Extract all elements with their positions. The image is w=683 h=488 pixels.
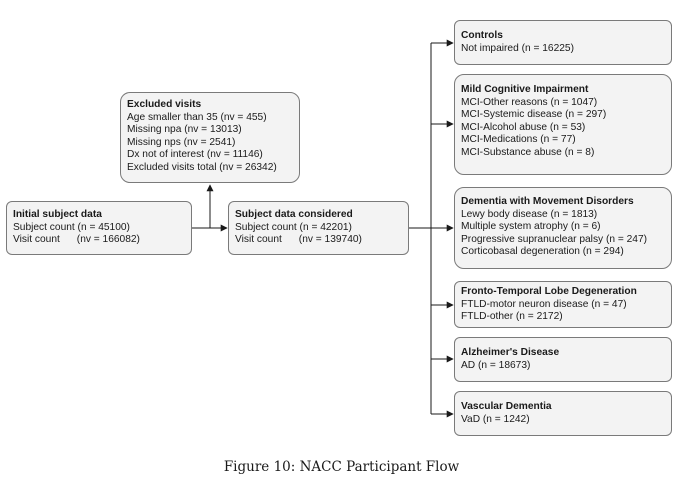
box-line: Missing npa (nv = 13013) (127, 124, 242, 136)
box-line: VaD (n = 1242) (461, 413, 530, 425)
alzheimers-disease-box: Alzheimer's Disease AD (n = 18673) (454, 337, 672, 382)
box-title: Initial subject data (13, 209, 102, 220)
subject-data-considered-box: Subject data considered Subject count (n… (228, 201, 409, 255)
box-line: FTLD-other (n = 2172) (461, 311, 563, 323)
excluded-visits-box: Excluded visits Age smaller than 35 (nv … (120, 92, 300, 183)
box-line: Multiple system atrophy (n = 6) (461, 221, 601, 233)
figure-caption: Figure 10: NACC Participant Flow (223, 459, 460, 475)
box-title: Controls (461, 30, 503, 41)
box-line: Lewy body disease (n = 1813) (461, 208, 598, 220)
box-title: Vascular Dementia (461, 401, 552, 412)
box-line: Visit count (nv = 166082) (13, 234, 140, 246)
ftld-box: Fronto-Temporal Lobe Degeneration FTLD-m… (454, 281, 672, 328)
mci-box: Mild Cognitive Impairment MCI-Other reas… (454, 74, 672, 175)
box-line: AD (n = 18673) (461, 359, 531, 371)
box-line: MCI-Alcohol abuse (n = 53) (461, 121, 586, 133)
box-line: Excluded visits total (nv = 26342) (127, 161, 277, 173)
box-title: Fronto-Temporal Lobe Degeneration (461, 286, 637, 297)
box-title: Subject data considered (235, 209, 353, 220)
initial-subject-data-box: Initial subject data Subject count (n = … (6, 201, 192, 255)
box-line: Subject count (n = 45100) (13, 221, 130, 233)
dementia-movement-disorders-box: Dementia with Movement Disorders Lewy bo… (454, 187, 672, 269)
box-line: Progressive supranuclear palsy (n = 247) (461, 233, 648, 245)
box-line: FTLD-motor neuron disease (n = 47) (461, 298, 627, 310)
box-line: Missing nps (nv = 2541) (127, 136, 236, 148)
box-line: Subject count (n = 42201) (235, 221, 352, 233)
box-line: MCI-Substance abuse (n = 8) (461, 146, 595, 158)
box-line: Not impaired (n = 16225) (461, 42, 574, 54)
box-line: MCI-Medications (n = 77) (461, 134, 576, 146)
controls-box: Controls Not impaired (n = 16225) (454, 20, 672, 65)
box-line: Visit count (nv = 139740) (235, 234, 362, 246)
box-line: MCI-Other reasons (n = 1047) (461, 96, 598, 108)
box-title: Excluded visits (127, 99, 202, 110)
box-title: Mild Cognitive Impairment (461, 84, 589, 95)
vascular-dementia-box: Vascular Dementia VaD (n = 1242) (454, 391, 672, 436)
box-title: Dementia with Movement Disorders (461, 196, 634, 207)
box-line: Dx not of interest (nv = 11146) (127, 149, 263, 161)
box-line: Age smaller than 35 (nv = 455) (127, 111, 267, 123)
box-line: Corticobasal degeneration (n = 294) (461, 246, 624, 258)
box-title: Alzheimer's Disease (461, 347, 560, 358)
box-line: MCI-Systemic disease (n = 297) (461, 109, 607, 121)
